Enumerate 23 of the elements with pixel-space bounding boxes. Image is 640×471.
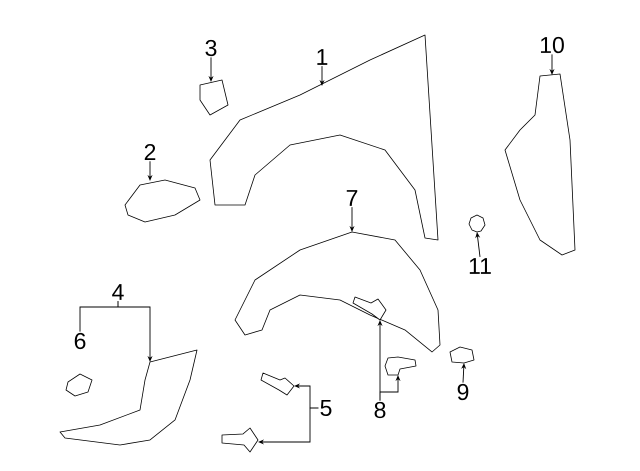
clip-drawing xyxy=(66,374,92,396)
liner-drawing xyxy=(60,350,198,446)
panel-drawing xyxy=(504,74,576,256)
bolt-drawing xyxy=(222,428,258,452)
callout-number: 10 xyxy=(540,36,564,54)
leader-line xyxy=(80,300,118,332)
callout-number: 8 xyxy=(374,402,386,418)
callout-number: 6 xyxy=(74,332,86,350)
callout-number: 5 xyxy=(320,400,332,416)
callout-number: 1 xyxy=(317,49,328,65)
callout-number: 2 xyxy=(144,144,156,160)
clip-drawing xyxy=(450,346,474,364)
callout-number: 3 xyxy=(206,40,216,56)
callout-number: 11 xyxy=(470,258,491,274)
callout-number: 7 xyxy=(346,190,358,206)
callout-number: 4 xyxy=(112,284,124,300)
bracket-drawing xyxy=(124,180,200,222)
callout-number: 9 xyxy=(458,384,468,400)
bolt-drawing xyxy=(260,372,294,396)
bracket-drawing xyxy=(200,80,228,116)
bolt-drawing xyxy=(384,356,416,376)
nut-drawing xyxy=(468,214,486,232)
liner-drawing xyxy=(234,232,440,352)
